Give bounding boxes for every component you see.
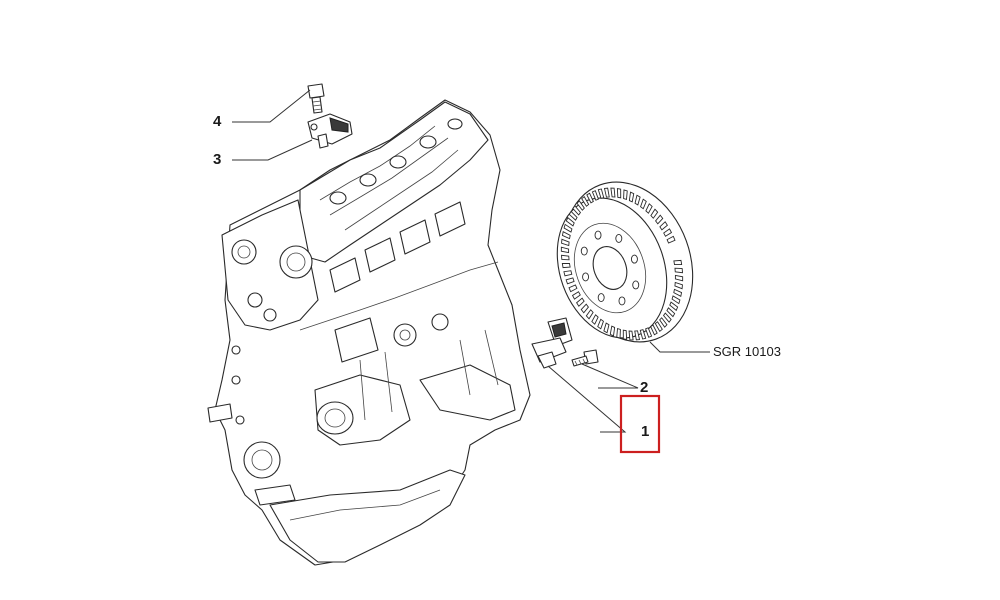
- tone-wheel-tooth: [634, 194, 641, 206]
- highlight-box: [619, 394, 661, 454]
- tone-wheel-tooth: [666, 307, 676, 318]
- tone-wheel-tooth: [650, 208, 659, 219]
- tone-wheel-tooth: [674, 274, 684, 282]
- callout-label-1[interactable]: 1: [641, 423, 649, 440]
- tone-wheel-tooth: [659, 317, 668, 328]
- tone-wheel-tooth: [666, 235, 676, 244]
- reference-code-label: SGR 10103: [713, 344, 781, 359]
- callout-label-2[interactable]: 2: [640, 379, 648, 396]
- tone-wheel-tooth: [616, 188, 622, 199]
- part-2-bolt: [571, 349, 599, 367]
- tone-wheel-tooth: [565, 277, 575, 285]
- tone-wheel-tooth: [576, 297, 585, 307]
- tone-wheel-tooth: [645, 327, 653, 338]
- tone-wheel-tooth: [561, 254, 570, 261]
- tone-wheel-tooth: [586, 192, 594, 204]
- tone-wheel-tooth: [662, 312, 672, 323]
- part-3-sensor: [307, 113, 353, 149]
- tone-wheel-tooth: [581, 196, 590, 207]
- callout-label-3[interactable]: 3: [213, 151, 221, 168]
- tone-wheel-tooth: [572, 205, 582, 216]
- tone-wheel-tooth: [561, 230, 571, 240]
- tone-wheel-bolt-hole: [630, 254, 638, 264]
- tone-wheel-tooth: [628, 191, 635, 203]
- tone-wheel-tooth: [622, 329, 628, 340]
- tone-wheel-bolt-hole: [580, 246, 588, 256]
- tone-wheel: [556, 181, 694, 343]
- tone-wheel-tooth: [645, 203, 653, 214]
- leader-line-ref: [649, 341, 710, 353]
- leader-line-4: [232, 89, 311, 123]
- tone-wheel-tooth: [673, 288, 683, 298]
- tone-wheel-tooth: [654, 321, 663, 332]
- tone-wheel-tooth: [634, 330, 641, 341]
- tone-wheel-tooth: [610, 187, 616, 198]
- tone-wheel-tooth: [563, 270, 573, 277]
- tone-wheel-tooth: [616, 327, 621, 339]
- tone-wheel-tooth: [597, 188, 605, 199]
- tone-wheel-tooth: [563, 223, 573, 233]
- tone-wheel-bolt-hole: [618, 296, 626, 306]
- tone-wheel-tooth: [580, 303, 589, 314]
- tone-wheel-tooth: [591, 190, 599, 201]
- tone-wheel-tooth: [561, 238, 570, 247]
- tone-wheel-tooth: [585, 309, 594, 320]
- tone-wheel-tooth: [597, 318, 604, 330]
- tone-wheel-tooth: [671, 295, 681, 305]
- tone-wheel-tooth: [568, 210, 578, 221]
- tone-wheel-tooth: [603, 187, 610, 198]
- tone-wheel-bolt-hole: [615, 234, 623, 243]
- tone-wheel-bolt-hole: [594, 230, 602, 240]
- tone-wheel-tooth: [640, 198, 647, 210]
- tone-wheel-tooth: [669, 301, 679, 312]
- leader-line-1: [547, 365, 627, 433]
- callout-label-4[interactable]: 4: [213, 113, 222, 130]
- tone-wheel-tooth: [674, 281, 683, 290]
- tone-wheel-tooth: [663, 228, 673, 237]
- tone-wheel-bolt-hole: [597, 293, 605, 302]
- leader-line-3: [232, 139, 313, 161]
- tone-wheel-tooth: [571, 291, 581, 300]
- tone-wheel-tooth: [639, 329, 647, 340]
- tone-wheel-tooth: [623, 189, 628, 201]
- tone-wheel-tooth: [591, 314, 599, 325]
- tone-wheel-tooth: [609, 325, 616, 337]
- tone-wheel-bolt-holes: [580, 230, 640, 306]
- tone-wheel-tooth: [659, 221, 668, 231]
- tone-wheel-tooth: [673, 259, 683, 265]
- tone-wheel-tooth: [603, 322, 610, 334]
- tone-wheel-tooth: [655, 214, 664, 225]
- part-1-crankshaft-sensor: [531, 317, 573, 369]
- part-4-bolt: [307, 83, 325, 114]
- tone-wheel-teeth: [560, 187, 684, 341]
- tone-wheel-tooth: [568, 284, 578, 293]
- tone-wheel-tooth: [674, 267, 683, 274]
- leader-line-2: [581, 363, 639, 389]
- engine-block: [207, 99, 531, 566]
- tone-wheel-tooth: [650, 324, 658, 336]
- tone-wheel-tooth: [565, 216, 575, 227]
- tone-wheel-tooth: [561, 263, 571, 269]
- tone-wheel-bolt-hole: [582, 272, 590, 282]
- tone-wheel-tooth: [628, 330, 634, 341]
- tone-wheel-bolt-hole: [632, 280, 640, 290]
- tone-wheel-tooth: [576, 200, 585, 211]
- leader-lines: [232, 89, 710, 433]
- tone-wheel-tooth: [560, 246, 570, 254]
